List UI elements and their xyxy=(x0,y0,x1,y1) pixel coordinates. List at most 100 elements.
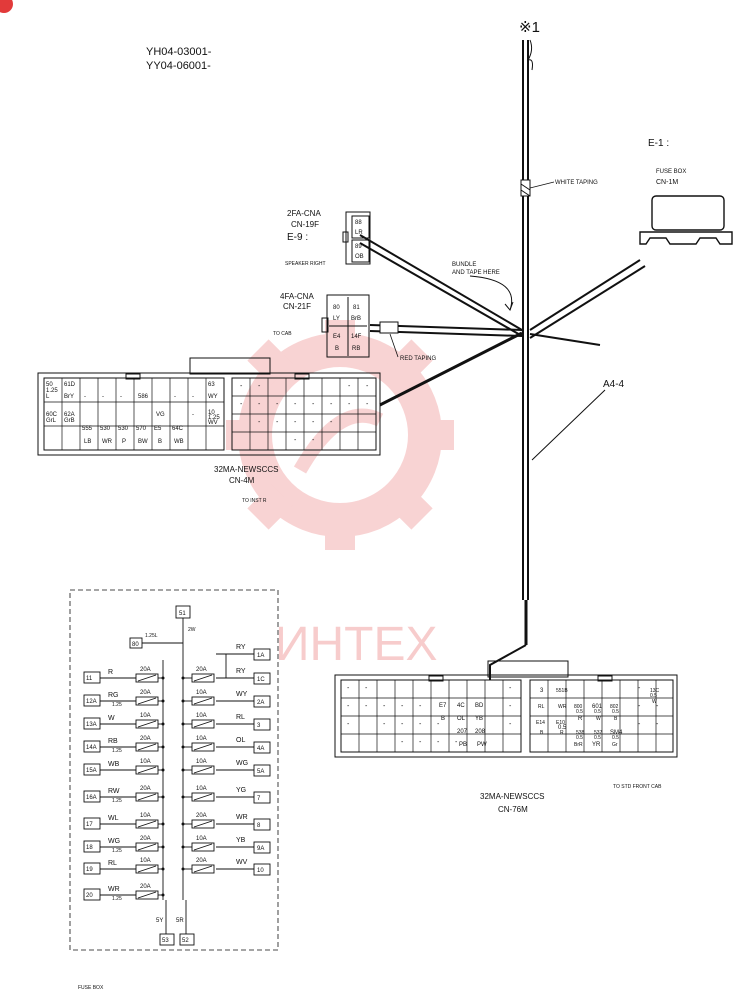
fuse-terminal: 51 xyxy=(179,611,186,617)
fuse-wire-label: 1.25 xyxy=(112,798,122,804)
cn4-cell: 1.25 xyxy=(46,388,58,394)
cn21-cell: 81 xyxy=(353,305,360,311)
cn4-cell: 1.25 xyxy=(208,415,220,421)
fuse-amp: 10A xyxy=(196,713,207,719)
cn4-cell: WV xyxy=(208,420,218,426)
cn76-cell: - xyxy=(656,721,659,728)
cn76-connector xyxy=(334,660,678,758)
fuse-amp: 10A xyxy=(196,836,207,842)
model-line-1: YH04-03001- xyxy=(146,46,212,58)
cn21-cn: CN-21F xyxy=(283,302,311,311)
cn76-cell: 0.5 xyxy=(594,709,601,715)
cn4-dest: TO INST R xyxy=(242,498,267,504)
fusebox-name: FUSE BOX xyxy=(656,169,686,175)
cn4-cell: E5 xyxy=(154,426,162,432)
cn4-cell: 60C xyxy=(46,412,58,418)
cn19-dest: SPEAKER RIGHT xyxy=(285,261,326,267)
fuse-wire-label: WG xyxy=(236,760,248,767)
cn76-cell: - xyxy=(365,685,368,692)
cn76-cell: 0.5 xyxy=(650,693,657,699)
fuse-amp: 10A xyxy=(196,690,207,696)
cn4-cell: - xyxy=(366,401,369,408)
fuse-amp: 10A xyxy=(140,759,151,765)
cn4-cell: - xyxy=(276,401,279,408)
cn76-cell: - xyxy=(656,703,659,710)
cn4-cell: VG xyxy=(156,412,165,418)
cn4-cell: - xyxy=(366,383,369,390)
cn76-cell: - xyxy=(347,685,350,692)
cn4-cn: CN-4M xyxy=(229,476,255,485)
cn19-cell: 88 xyxy=(355,220,362,226)
cn76-cell: 3 xyxy=(540,688,544,694)
cn76-cell: R xyxy=(578,716,583,722)
cn76-cell: - xyxy=(383,721,386,728)
cn4-cell: - xyxy=(120,394,122,400)
label-red-taping: RED TAPING xyxy=(400,356,436,362)
cn21-type: 4FA-CNA xyxy=(280,292,314,301)
cn4-cell: 61D xyxy=(64,382,76,388)
cn76-cell: 601 xyxy=(592,704,603,710)
fuse-terminal: 3 xyxy=(257,723,261,729)
cn4-cell-grid: 501.25L61DBrY60CGrL62AGrB---586VG----555… xyxy=(43,378,377,450)
continuation-mark: ※1 xyxy=(519,19,540,36)
label-harness-a4-4: A4-4 xyxy=(603,379,625,390)
fuse-terminal: 4A xyxy=(257,746,264,752)
cn4-cell: 63 xyxy=(208,382,215,388)
cn4-cell: BrY xyxy=(64,394,74,400)
cn76-cell: 0.5 xyxy=(612,735,619,741)
cn76-cell: E14 xyxy=(536,720,545,726)
cn76-cell: 551B xyxy=(556,688,568,694)
cn4-cell: - xyxy=(240,383,243,390)
fuse-terminal: 1C xyxy=(257,677,265,683)
cn4-cell: - xyxy=(312,419,315,426)
fuse-terminal: 7 xyxy=(257,796,261,802)
fuse-amp: 20A xyxy=(196,667,207,673)
fuse-terminal: 9A xyxy=(257,846,264,852)
fuse-schematic-frame xyxy=(69,589,279,951)
fuse-terminal: 14A xyxy=(86,745,97,751)
fuse-wire-label: WV xyxy=(236,859,248,866)
fuse-amp: 20A xyxy=(196,813,207,819)
fuse-wire-label: WG xyxy=(108,838,120,845)
cn4-cell: - xyxy=(312,401,315,408)
label-bundle-1: BUNDLE xyxy=(452,262,476,268)
cn4-cell: WR xyxy=(102,439,113,445)
cn76-cell: - xyxy=(365,703,368,710)
fuse-amp: 10A xyxy=(196,736,207,742)
fuse-terminal: 80 xyxy=(132,642,139,648)
fuse-amp: 20A xyxy=(140,690,151,696)
cn4-cell: - xyxy=(192,412,194,418)
cn19-type: 2FA-CNA xyxy=(287,209,321,218)
fuse-terminal: 20 xyxy=(86,893,93,899)
fuse-wire-label: RY xyxy=(236,644,246,651)
fuse-amp: 10A xyxy=(140,813,151,819)
fuse-amp: 10A xyxy=(196,759,207,765)
cn4-cell: 10 xyxy=(208,410,215,416)
cn76-cell: B xyxy=(441,716,445,722)
fuse-wire-label: W xyxy=(108,715,115,722)
fuse-wire-label: RY xyxy=(236,668,246,675)
cn4-cell: - xyxy=(330,401,333,408)
cn21-connector xyxy=(321,294,370,358)
cn76-cell: Gr xyxy=(612,742,618,748)
cn76-cell: E7 xyxy=(439,703,447,709)
fuse-wire-label: WR xyxy=(108,886,120,893)
cn21-cell: 14F xyxy=(351,334,362,340)
cn21-dest: TO CAB xyxy=(273,331,292,337)
cn76-cell: - xyxy=(437,739,440,746)
cn4-cell: B xyxy=(158,439,162,445)
cn76-cell: - xyxy=(638,721,641,728)
cn76-cell: - xyxy=(455,739,458,746)
fusebox-ref: E-1 : xyxy=(648,138,669,149)
cn76-cell: 207 xyxy=(457,729,468,735)
cn4-cell: 64C xyxy=(172,426,184,432)
fuse-terminal: 16A xyxy=(86,795,97,801)
fuse-wire-label: RG xyxy=(108,692,119,699)
cn4-cell: - xyxy=(210,412,212,418)
fuse-wire-label: 5R xyxy=(176,918,184,924)
fuse-wire-label: RL xyxy=(236,714,245,721)
cn4-cell: - xyxy=(294,419,297,426)
fuse-wire-label: RB xyxy=(108,738,118,745)
